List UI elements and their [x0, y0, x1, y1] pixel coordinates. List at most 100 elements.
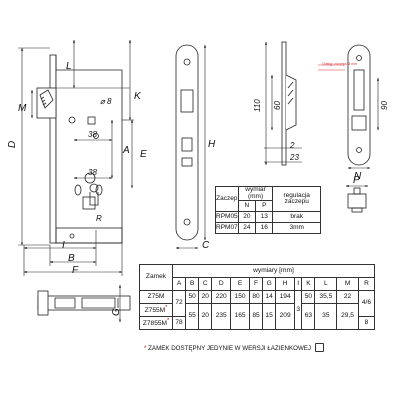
dims-cell: 15 [262, 303, 277, 330]
footnote: * ZAMEK DOSTĘPNY JEDYNIE W WERSJI ŁAZIEN… [144, 343, 324, 353]
dim-label-R: R [96, 214, 102, 223]
dims-col-header: I [294, 277, 303, 291]
dims-cell-name: Z755M* [139, 303, 173, 317]
dims-col-header: A [171, 277, 187, 291]
dims-cell: 50 [185, 290, 200, 304]
dims-cell: 78 [171, 316, 187, 330]
zaczep-cell-P: 13 [255, 211, 274, 223]
dims-cell: 194 [275, 290, 296, 304]
dimension-lines-front [18, 39, 134, 276]
dims-row-star: * [165, 304, 168, 311]
dims-cell: 3 [294, 290, 303, 330]
footnote-text: ZAMEK DOSTĘPNY JEDYNIE W WERSJI ŁAZIENKO… [148, 345, 312, 353]
dim-label-C: C [202, 240, 210, 251]
strike-detail-view [345, 184, 369, 213]
dimensions-table: Zamek wymiary [mm] A B C D E F G H I K L… [139, 264, 376, 330]
dims-cell: 165 [230, 303, 250, 330]
dims-cell: 63 [301, 303, 316, 330]
dims-col-header: L [314, 277, 338, 291]
dim-label-D: D [7, 140, 18, 148]
dims-cell: 150 [230, 290, 250, 304]
dim-label-M: M [18, 103, 27, 114]
dims-col-header: D [211, 277, 232, 291]
lock-body-front-view [36, 54, 123, 244]
dims-row-star: * [167, 317, 170, 324]
table-row: Z75M 72 50 20 220 150 80 14 194 3 50 35,… [139, 290, 376, 330]
footnote-star: * [144, 345, 147, 353]
dims-cell: 235 [211, 303, 232, 330]
dims-cell: 85 [248, 303, 264, 330]
dim-label-110: 110 [253, 99, 262, 112]
dims-cell: 35,5 [314, 290, 338, 304]
zaczep-cell-name: RPM05 [215, 211, 239, 223]
dims-col-header: M [336, 277, 359, 291]
dims-cell: 80 [248, 290, 264, 304]
dims-cell: 209 [275, 303, 296, 330]
zaczep-cell-name: RPM07 [215, 222, 239, 234]
table-row: RPM07 24 16 3mm [215, 222, 321, 234]
dims-col-header: F [248, 277, 264, 291]
zaczep-table: Zaczep wymiar (mm) regulacja zaczepu N P… [215, 186, 321, 234]
dim-label-60: 60 [273, 101, 282, 110]
dims-cell: 22 [336, 290, 359, 304]
dim-label-P: P [353, 175, 360, 186]
dims-cell: 55 [185, 303, 200, 330]
zaczep-cell-reg: brak [272, 211, 321, 223]
dims-col-header: H [275, 277, 296, 291]
dims-header-row: A B C D E F G H I K L M R [140, 277, 376, 291]
table-row: RPM05 20 13 brak [215, 211, 321, 223]
zaczep-header-name: Zaczep [215, 186, 239, 212]
strike-side-view [264, 41, 302, 166]
dim-label-F: F [72, 265, 79, 276]
dims-cell-name: Z7855M* [139, 316, 173, 330]
dims-cell: 20 [198, 290, 213, 304]
dims-row-name: Z7855M [142, 319, 168, 327]
dim-label-A: A [123, 145, 130, 156]
dim-label-N: N [354, 171, 362, 182]
dims-col-header: E [230, 277, 250, 291]
dim-label-K: K [134, 91, 141, 102]
dim-label-90: 90 [380, 101, 389, 110]
dim-label-E: E [140, 149, 147, 160]
bathroom-lock-icon [314, 343, 324, 352]
dims-cell: 14 [262, 290, 277, 304]
red-strike-note: Odstęp zaczepu 3 mm [322, 62, 358, 66]
dims-col-header: R [357, 277, 376, 291]
dim-label-B: B [68, 253, 75, 264]
dims-cell: 29,5 [336, 303, 359, 330]
dims-row-name: Z755M [144, 306, 166, 314]
zaczep-cell-P: 16 [255, 222, 274, 234]
dims-col-header: K [301, 277, 316, 291]
zaczep-cell-N: 20 [237, 211, 257, 223]
zaczep-header-wymiar: wymiar (mm) [237, 186, 274, 201]
dims-cell: 72 [171, 290, 187, 317]
dim-label-phi8: ⌀ 8 [100, 97, 112, 106]
table-row: Z755M* 55 20 235 165 85 15 209 63 35 29,… [139, 303, 375, 330]
dim-label-H: H [208, 139, 216, 150]
zaczep-cell-reg: 3mm [272, 222, 321, 234]
dims-cell: 4/6 [357, 290, 376, 317]
zaczep-subheader-P: P [255, 200, 274, 212]
dim-label-I: I [62, 240, 65, 251]
dim-label-38-bottom: 38 [88, 168, 97, 177]
dims-cell: 8 [357, 316, 376, 330]
dim-label-2: 2 [290, 141, 295, 150]
dims-cell: 20 [198, 303, 213, 330]
zaczep-cell-N: 24 [237, 222, 257, 234]
dims-cell: 50 [301, 290, 316, 304]
dims-col-header: C [198, 277, 213, 291]
face-plate-view [175, 44, 207, 250]
dims-col-header: G [262, 277, 277, 291]
zaczep-subheader-N: N [237, 200, 257, 212]
dims-row-name: Z75M [147, 292, 165, 300]
dims-header-wymiary: wymiary [mm] [172, 264, 375, 278]
dims-cell-name: Z75M [139, 290, 173, 304]
strike-plate-front [318, 44, 380, 170]
dim-label-L: L [66, 61, 72, 72]
dim-label-38-top: 38 [88, 130, 97, 139]
dims-cell: 220 [211, 290, 232, 304]
dims-header-zamek: Zamek [139, 264, 173, 291]
dims-col-header: B [185, 277, 200, 291]
dim-label-23: 23 [290, 153, 299, 162]
